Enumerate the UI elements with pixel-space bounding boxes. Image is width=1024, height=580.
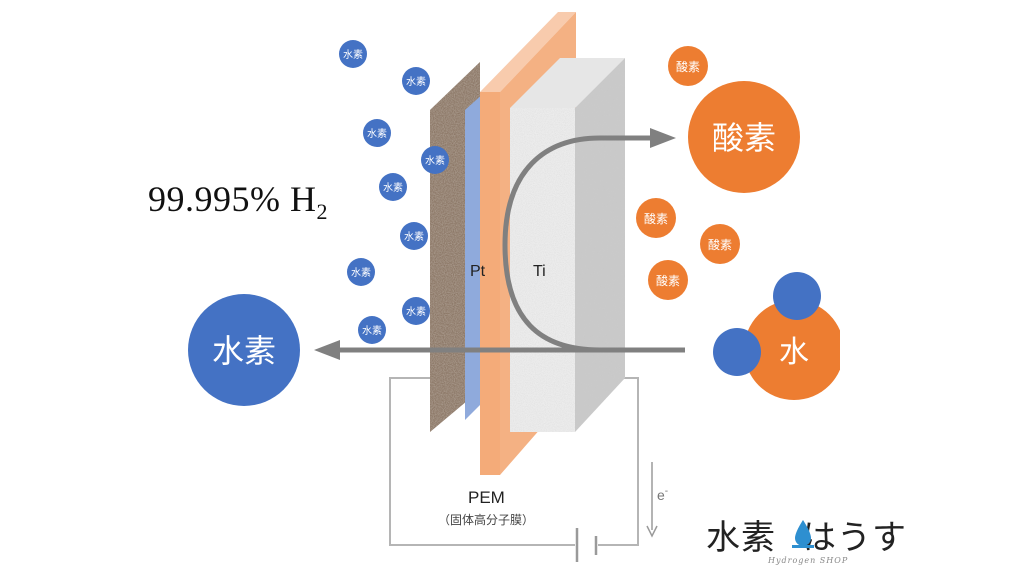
hydrogen-molecule: 水素 [402, 297, 430, 325]
hydrogen-molecule: 水素 [400, 222, 428, 250]
svg-text:酸素: 酸素 [708, 237, 732, 252]
svg-text:水素: 水素 [406, 305, 426, 318]
electron-label: e- [657, 486, 668, 503]
hydrogen-molecules: 水素 水素 水素 水素 水素 水素 水素 水素 水素 [339, 40, 449, 344]
svg-text:水素: 水素 [343, 48, 363, 61]
oxygen-flow-arrow [502, 135, 685, 353]
logo-subtitle: Hydrogen SHOP [768, 556, 849, 565]
hydrogen-molecule: 水素 [347, 258, 375, 286]
battery-icon [575, 528, 598, 562]
water-drop-icon [792, 520, 814, 548]
svg-text:水: 水 [779, 335, 809, 370]
svg-text:水素: 水素 [406, 75, 426, 88]
wire-left [389, 377, 575, 546]
hydrogen-molecule: 水素 [379, 173, 407, 201]
oxygen-arrowhead [650, 128, 676, 148]
oxygen-molecule: 酸素 [636, 198, 676, 238]
electron-arrow [646, 462, 658, 538]
svg-text:酸素: 酸素 [676, 59, 700, 74]
svg-text:水素: 水素 [425, 154, 445, 167]
titanium-layer [510, 58, 625, 432]
purity-label: 99.995% H2 [148, 179, 328, 224]
svg-text:水素: 水素 [404, 230, 424, 243]
hydrogen-molecule: 水素 [421, 146, 449, 174]
hydrogen-molecule: 水素 [402, 67, 430, 95]
oxygen-molecule: 酸素 [668, 46, 708, 86]
svg-text:水素: 水素 [212, 332, 276, 370]
svg-text:酸素: 酸素 [712, 119, 776, 157]
pt-label: Pt [470, 263, 486, 280]
oxygen-molecule: 酸素 [700, 224, 740, 264]
hydrogen-arrowhead [314, 340, 340, 360]
hydrogen-molecule: 水素 [339, 40, 367, 68]
oxygen-molecules: 酸素 酸素 酸素 酸素 [636, 46, 740, 300]
svg-text:水素: 水素 [383, 181, 403, 194]
oxygen-molecule: 酸素 [648, 260, 688, 300]
oxygen-product: 酸素 [688, 81, 800, 193]
circuit-wires [389, 377, 639, 546]
svg-text:水素: 水素 [351, 266, 371, 279]
water-molecule: 水 [713, 272, 840, 400]
svg-text:酸素: 酸素 [644, 211, 668, 226]
ti-label: Ti [533, 263, 546, 280]
pem-label: PEM [468, 488, 505, 507]
svg-text:酸素: 酸素 [656, 273, 680, 288]
svg-text:水素: 水素 [367, 127, 387, 140]
svg-text:水素: 水素 [362, 324, 382, 337]
flow-arrows [314, 128, 685, 360]
hydrogen-product: 水素 [188, 294, 300, 406]
hydrogen-molecule: 水素 [363, 119, 391, 147]
pem-sublabel: （固体高分子膜） [438, 512, 534, 527]
logo-text: 水素はうす [706, 518, 907, 558]
wire-right [598, 377, 639, 546]
hydrogen-molecule: 水素 [358, 316, 386, 344]
brand-logo: 水素はうす Hydrogen SHOP [706, 510, 946, 570]
